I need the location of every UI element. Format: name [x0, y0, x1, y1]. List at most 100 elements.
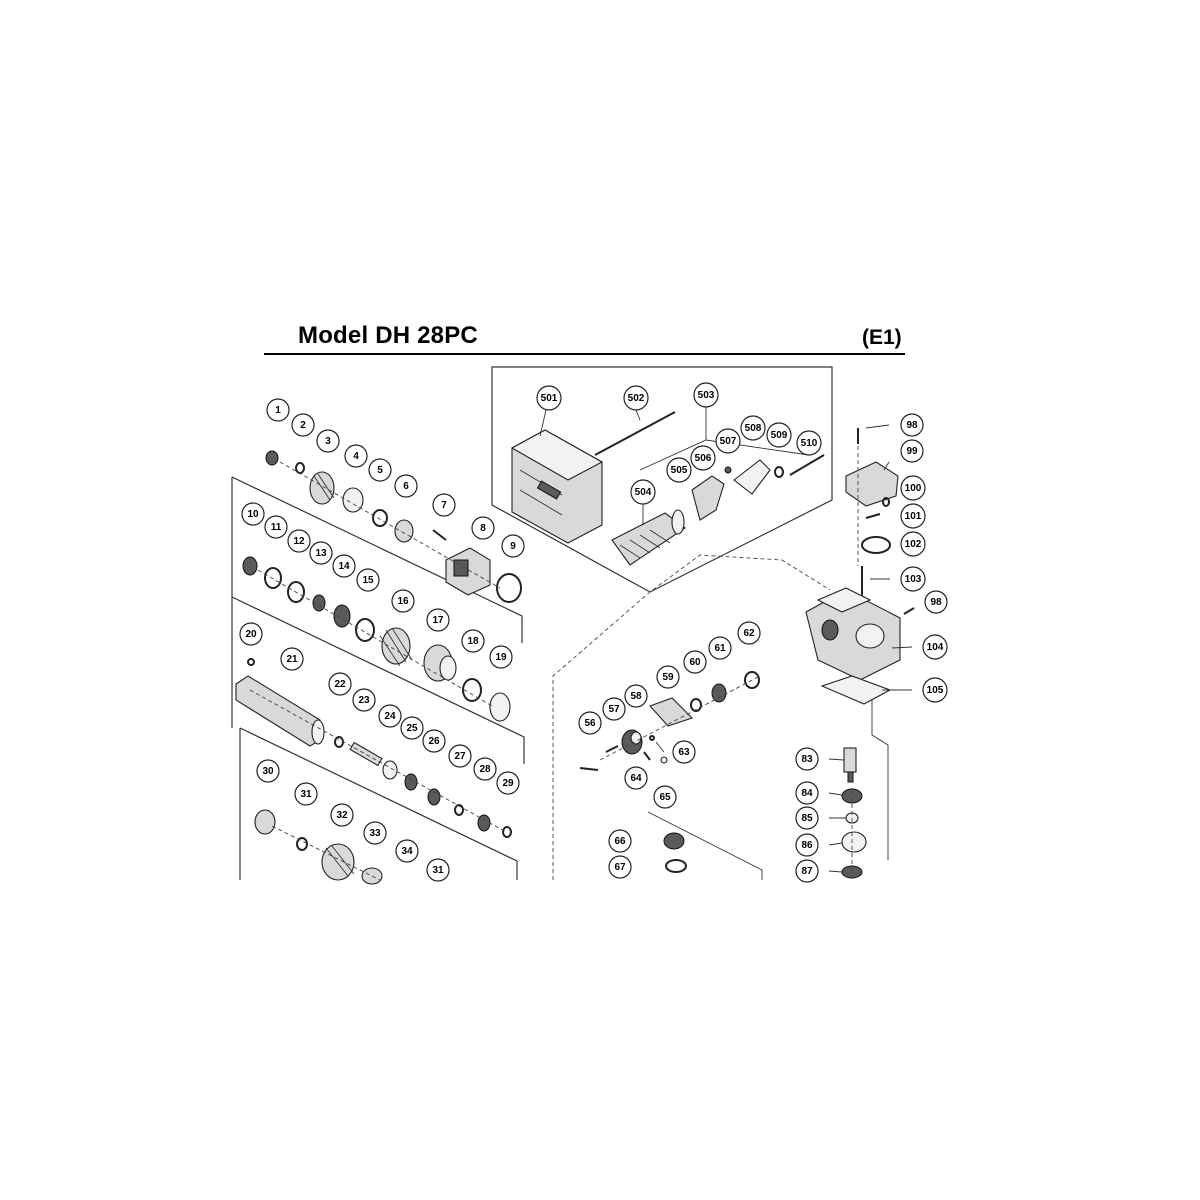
callout-13: 13 [309, 541, 333, 565]
striker-23 [349, 741, 383, 767]
callout-5: 5 [368, 458, 392, 482]
front-cap [265, 450, 279, 466]
screw-98b [903, 607, 915, 615]
front-housing [445, 547, 491, 596]
callout-17: 17 [426, 608, 450, 632]
cover-99 [845, 461, 899, 507]
callout-label: 34 [401, 846, 413, 857]
callout-label: 11 [271, 522, 282, 533]
o-ring-31 [296, 837, 308, 851]
callout-label: 1 [275, 405, 281, 416]
callout-label: 2 [300, 420, 306, 431]
gear-32 [321, 843, 355, 881]
side-handle [611, 509, 686, 566]
callout-64: 64 [624, 766, 648, 790]
callout-label: 508 [745, 423, 762, 434]
gasket-102 [861, 536, 891, 554]
callout-label: 60 [689, 657, 701, 668]
callout-25: 25 [400, 716, 424, 740]
callout-label: 505 [671, 465, 688, 476]
callout-label: 32 [336, 810, 348, 821]
callout-label: 86 [801, 840, 813, 851]
callout-61: 61 [708, 636, 732, 660]
bearing-61 [711, 683, 727, 703]
title-underline [264, 353, 905, 355]
callout-83: 83 [795, 747, 819, 771]
crank-housing-104 [805, 587, 901, 681]
callout-label: 83 [801, 754, 813, 765]
callout-label: 30 [262, 766, 274, 777]
callout-84: 84 [795, 781, 819, 805]
screw-57 [605, 745, 619, 753]
ring-27 [454, 804, 464, 816]
oil-seal-10 [242, 556, 258, 576]
callout-26: 26 [422, 729, 446, 753]
callout-507: 507 [715, 428, 741, 454]
callout-label: 58 [630, 691, 642, 702]
callout-label: 19 [495, 652, 507, 663]
callout-label: 98 [906, 420, 918, 431]
callout-label: 103 [905, 574, 922, 585]
callout-12: 12 [287, 529, 311, 553]
washer-65 [660, 756, 668, 764]
ring-18 [462, 678, 482, 702]
callout-label: 105 [927, 685, 944, 696]
retaining-ring-2 [295, 462, 305, 474]
callout-504: 504 [630, 479, 656, 505]
callout-23: 23 [352, 688, 376, 712]
lever-plate-59 [649, 697, 694, 727]
callout-10: 10 [241, 502, 265, 526]
callout-24: 24 [378, 704, 402, 728]
callout-20: 20 [239, 622, 263, 646]
callout-label: 503 [698, 390, 715, 401]
pin-64 [643, 751, 651, 761]
callout-501: 501 [536, 385, 562, 411]
callout-15: 15 [356, 568, 380, 592]
callout-label: 4 [353, 451, 359, 462]
accessory-frame [491, 366, 833, 593]
dust-cup [733, 459, 771, 495]
callout-30: 30 [256, 759, 280, 783]
callout-label: 62 [743, 628, 755, 639]
callout-label: 16 [397, 596, 409, 607]
callout-label: 98 [930, 597, 942, 608]
callout-33: 33 [363, 821, 387, 845]
screw-7 [432, 529, 447, 541]
callout-103: 103 [900, 566, 926, 592]
shaft-83 [843, 747, 857, 783]
callout-31: 31 [426, 858, 450, 882]
callout-503: 503 [693, 382, 719, 408]
callout-label: 7 [441, 500, 447, 511]
callout-label: 5 [377, 465, 383, 476]
ring-26 [427, 788, 441, 806]
callout-31: 31 [294, 782, 318, 806]
callout-508: 508 [740, 415, 766, 441]
spring-plate-56 [579, 767, 599, 771]
right-housing-boundary [871, 700, 889, 860]
callout-3: 3 [316, 429, 340, 453]
callout-99: 99 [900, 439, 924, 463]
washer-24 [382, 760, 398, 780]
callout-87: 87 [795, 859, 819, 883]
callout-label: 61 [714, 643, 726, 654]
callout-22: 22 [328, 672, 352, 696]
callout-label: 9 [510, 541, 516, 552]
o-ring-9 [496, 573, 522, 603]
callout-label: 29 [502, 778, 514, 789]
callout-label: 3 [325, 436, 331, 447]
callout-label: 33 [369, 828, 381, 839]
callout-label: 14 [338, 561, 350, 572]
clamp-nut [724, 466, 732, 474]
callout-60: 60 [683, 650, 707, 674]
callout-1: 1 [266, 398, 290, 422]
callout-56: 56 [578, 711, 602, 735]
piston-30 [254, 809, 276, 835]
callout-label: 65 [659, 792, 671, 803]
washer-5 [372, 509, 388, 527]
carrying-case [510, 429, 604, 544]
axis-line-1 [279, 461, 501, 589]
group-frame-3 [239, 727, 518, 880]
callout-label: 63 [678, 747, 690, 758]
bearing-14 [333, 604, 351, 628]
change-lever-58 [621, 729, 643, 755]
